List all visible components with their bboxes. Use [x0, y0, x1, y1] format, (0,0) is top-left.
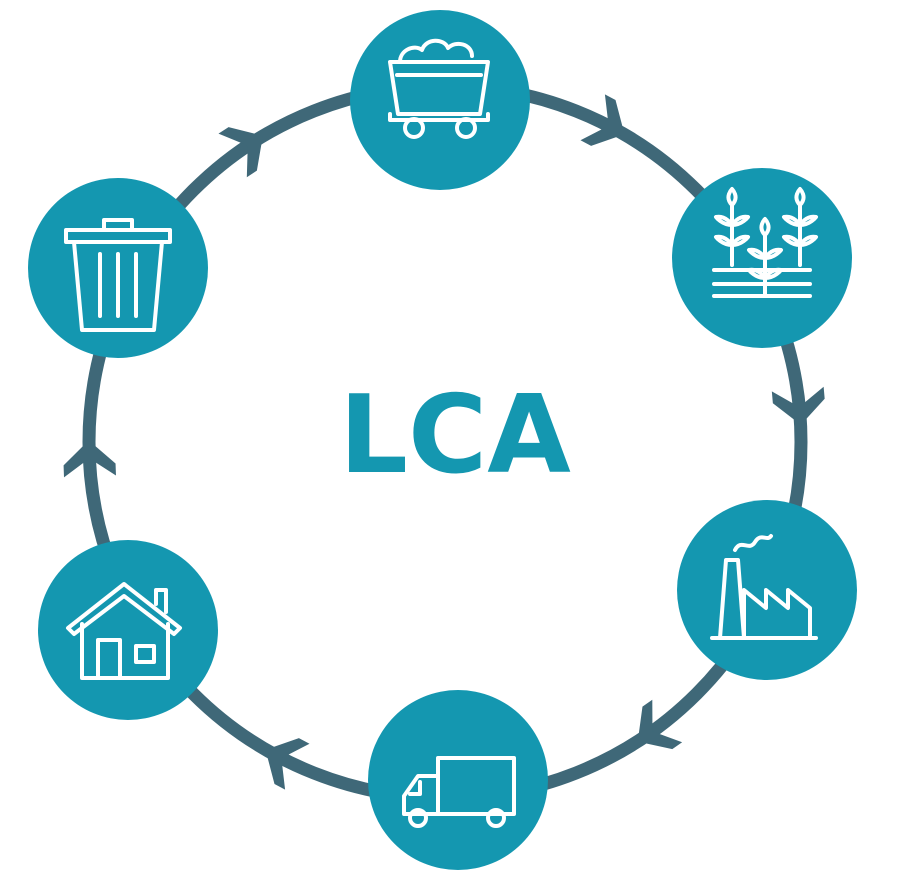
diagram-title: LCA — [339, 373, 571, 498]
stage-raw-material-extraction — [350, 10, 530, 190]
stage-end-of-life — [28, 178, 208, 358]
trash-can-icon — [64, 218, 172, 332]
flow-arrows — [63, 94, 825, 790]
stage-use — [38, 540, 218, 720]
flow-arrow-chevron-icon — [63, 440, 116, 478]
stage-node — [38, 540, 218, 720]
stage-agriculture — [672, 168, 852, 348]
stage-manufacturing — [677, 500, 857, 680]
flow-arrow-chevron-icon — [771, 386, 825, 425]
stage-node — [350, 10, 530, 190]
house-icon — [66, 582, 182, 680]
stage-node — [368, 690, 548, 870]
crops-icon — [712, 187, 818, 298]
delivery-truck-icon — [402, 756, 516, 828]
flow-arrow-chevron-icon — [580, 94, 625, 146]
flow-arrow-chevron-icon — [218, 127, 263, 178]
factory-icon — [710, 534, 818, 640]
stage-transportation — [368, 690, 548, 870]
flow-arrow-chevron-icon — [637, 699, 683, 750]
mine-cart-icon — [388, 38, 490, 139]
flow-arrow-chevron-icon — [265, 738, 310, 790]
